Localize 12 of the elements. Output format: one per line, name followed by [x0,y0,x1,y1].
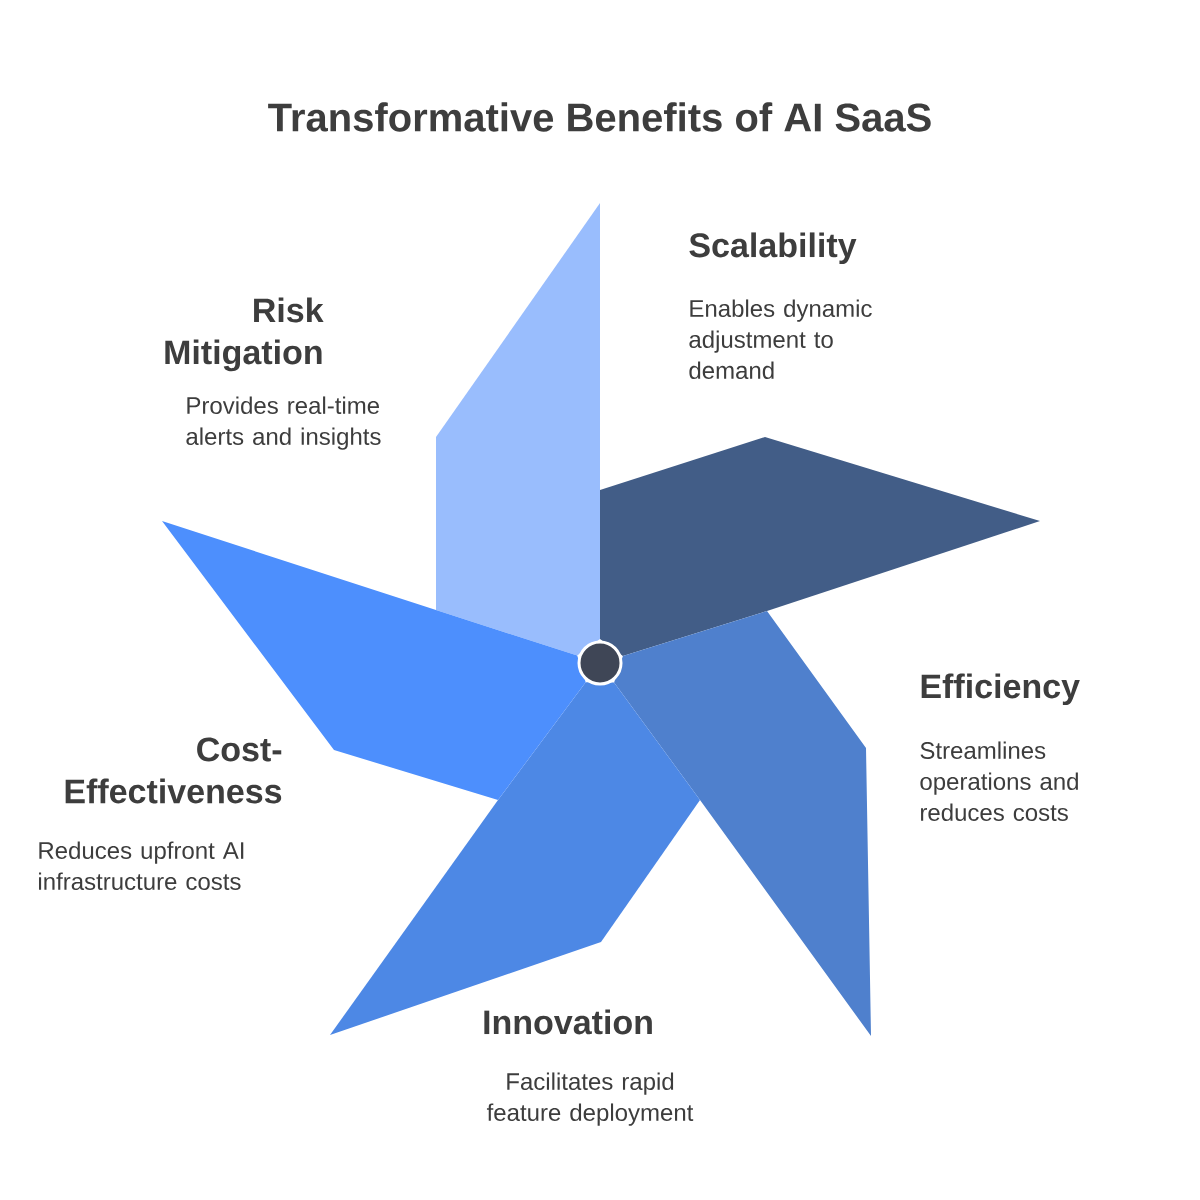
description: Reduces upfront AI infrastructure costs [39,841,244,890]
heading: Cost-Effectiveness [65,737,282,804]
title: Transformative Benefits of AI SaaS [268,102,931,132]
description: Provides real-time alerts and insights [186,396,381,450]
description: Enables dynamic adjustment to demand [689,299,872,379]
description: Facilitates rapid feature deployment [486,1072,694,1126]
heading: Innovation [484,1009,652,1035]
description: Streamlines operations and reduces costs [920,741,1078,821]
heading: Scalability [689,232,857,265]
center-circle [577,640,623,686]
heading: Efficiency [921,673,1080,706]
heading: Risk Mitigation [165,297,324,372]
